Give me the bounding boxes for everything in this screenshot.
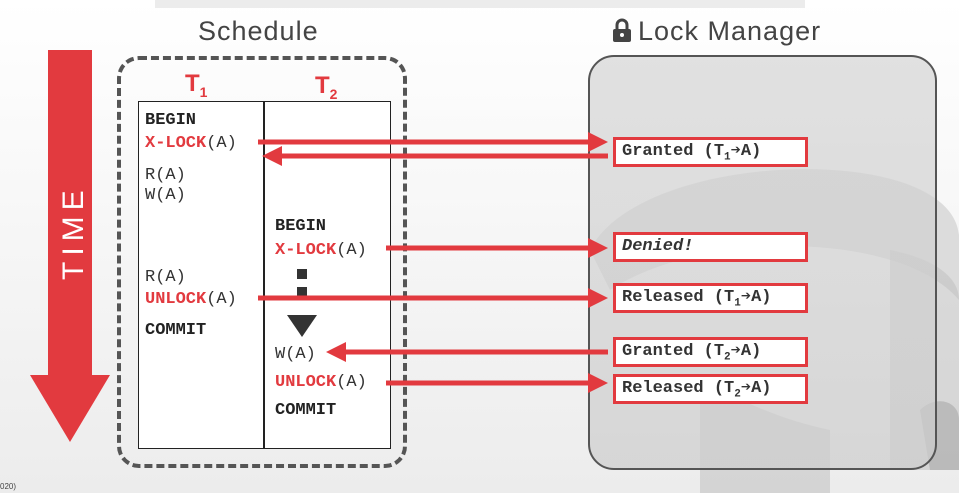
schedule-container [117, 56, 407, 468]
lock-manager-title-text: Lock Manager [638, 16, 822, 46]
wait-dash-2 [297, 287, 307, 297]
t1-begin: BEGIN [145, 111, 197, 130]
t2-unlock: UNLOCK(A) [275, 373, 367, 392]
wait-down-triangle-icon [287, 315, 317, 337]
arrow-head-1 [588, 132, 608, 152]
t1-header: T1 [185, 70, 208, 100]
response-granted-t1: Granted (T1➔A) [613, 137, 808, 167]
time-arrow [30, 50, 110, 442]
top-divider-bar [155, 0, 805, 8]
t2-header: T2 [315, 72, 338, 102]
lock-manager-title: Lock Manager [612, 16, 821, 47]
t2-begin: BEGIN [275, 217, 327, 236]
schedule-title: Schedule [198, 16, 319, 46]
t1-write: W(A) [145, 186, 186, 205]
footer-text: 020) [0, 482, 17, 491]
t1-commit: COMMIT [145, 321, 207, 340]
column-divider [263, 101, 265, 449]
t2-commit: COMMIT [275, 401, 337, 420]
arrow-head-6 [588, 373, 608, 393]
t1-read-1: R(A) [145, 166, 186, 185]
t1-unlock: UNLOCK(A) [145, 290, 237, 309]
t2-write: W(A) [275, 345, 316, 364]
arrow-head-2 [262, 146, 282, 166]
t2-xlock: X-LOCK(A) [275, 241, 367, 260]
wait-dash-1 [297, 269, 307, 279]
response-released-t1: Released (T1➔A) [613, 283, 808, 313]
t1-read-2: R(A) [145, 268, 186, 287]
arrow-head-3 [588, 238, 608, 258]
padlock-icon [613, 18, 631, 42]
response-granted-t2: Granted (T2➔A) [613, 337, 808, 367]
response-released-t2: Released (T2➔A) [613, 374, 808, 404]
t1-xlock: X-LOCK(A) [145, 134, 237, 153]
response-denied: Denied! [613, 232, 808, 262]
schedule-table [138, 101, 391, 449]
arrow-head-5 [326, 342, 346, 362]
arrow-head-4 [588, 288, 608, 308]
